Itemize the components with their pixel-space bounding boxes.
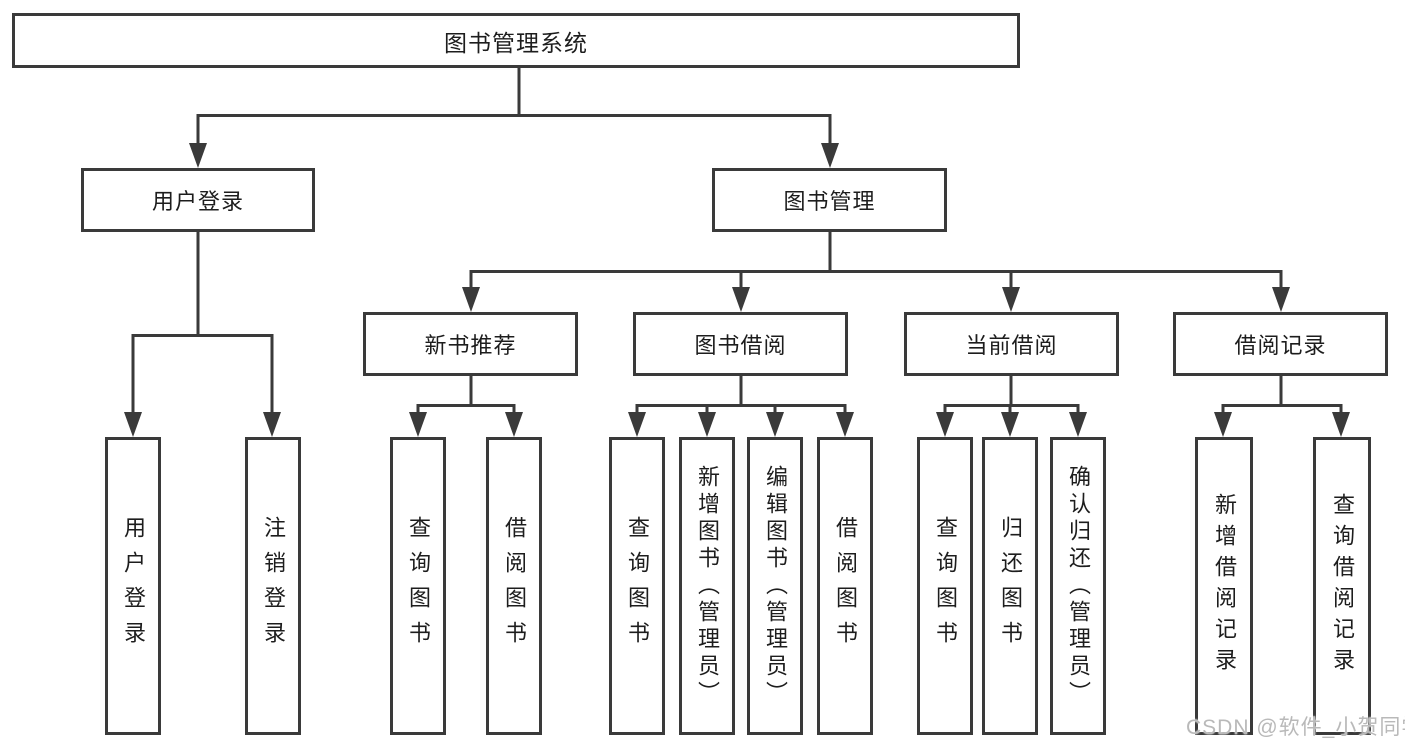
node-label: 用户登录 [121,516,146,656]
node-borrowing-records: 借阅记录 [1173,312,1388,376]
leaf-confirm-return-admin: 确认归还（管理员） [1050,437,1106,735]
node-label: 借阅图书 [502,516,527,656]
node-label: 查询图书 [625,516,650,656]
node-label: 新书推荐 [424,333,517,358]
leaf-query-books-current: 查询图书 [917,437,973,735]
node-label: 归还图书 [998,516,1023,656]
node-label: 借阅图书 [833,516,858,656]
node-label: 查询图书 [406,516,431,656]
leaf-add-books-admin: 新增图书（管理员） [679,437,735,735]
node-user-login: 用户登录 [81,168,315,232]
node-label: 图书管理 [783,189,876,214]
node-book-borrowing: 图书借阅 [633,312,848,376]
node-label: 确认归还（管理员） [1066,464,1091,708]
node-label: 图书管理系统 [444,29,588,56]
leaf-return-books: 归还图书 [982,437,1038,735]
node-label: 当前借阅 [965,333,1058,358]
leaf-borrow-books: 借阅图书 [817,437,873,735]
node-new-book-recommend: 新书推荐 [363,312,578,376]
node-label: 图书借阅 [694,333,787,358]
arrowhead-icons [124,143,1350,437]
node-label: 编辑图书（管理员） [763,464,788,708]
leaf-query-borrow-record: 查询借阅记录 [1313,437,1371,735]
leaf-add-borrow-record: 新增借阅记录 [1195,437,1253,735]
node-label: 用户登录 [151,189,244,214]
leaf-logout: 注销登录 [245,437,301,735]
node-library-system: 图书管理系统 [12,13,1020,68]
node-label: 新增借阅记录 [1212,493,1237,679]
node-label: 新增图书（管理员） [695,464,720,708]
node-book-management: 图书管理 [712,168,947,232]
leaf-query-books-borrowing: 查询图书 [609,437,665,735]
leaf-borrow-books-recommend: 借阅图书 [486,437,542,735]
node-label: 借阅记录 [1234,333,1327,358]
leaf-user-login: 用户登录 [105,437,161,735]
node-label: 查询图书 [933,516,958,656]
node-current-borrowing: 当前借阅 [904,312,1119,376]
watermark: CSDN @软件_小贺同学 [1186,716,1405,739]
node-label: 查询借阅记录 [1330,493,1355,679]
node-label: 注销登录 [261,516,286,656]
leaf-query-books-recommend: 查询图书 [390,437,446,735]
leaf-edit-books-admin: 编辑图书（管理员） [747,437,803,735]
